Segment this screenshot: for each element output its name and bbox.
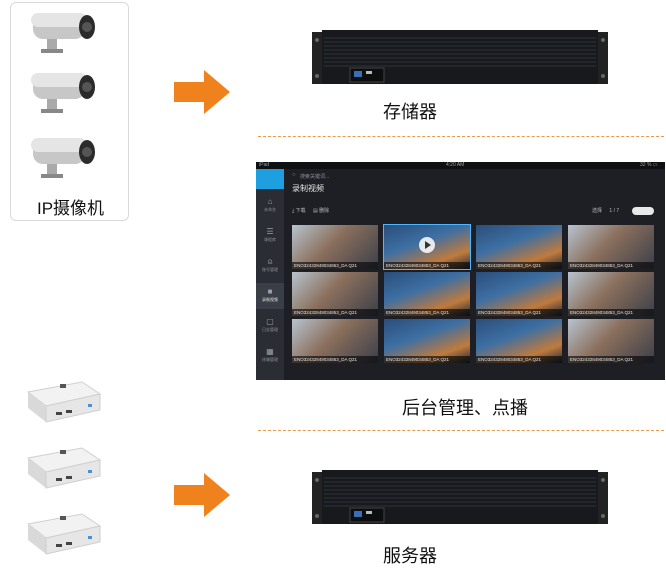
server-device-icon xyxy=(312,470,608,524)
clip-caption: ENO32432849034853_DA Q21 xyxy=(384,262,470,269)
sidebar: ⌂未命名 ☰课程库 ⍝账号管理 ■录制视频 ▢日志管理 ▦终端管理 xyxy=(256,169,284,380)
clip-caption: ENO32432849034853_DA Q21 xyxy=(384,309,470,316)
search-icon: ○ xyxy=(292,172,296,178)
home-icon: ⌂ xyxy=(267,197,273,206)
delete-button[interactable]: 删除 xyxy=(319,208,330,214)
search-input[interactable]: 搜索关键词... xyxy=(300,174,330,180)
video-thumbnail[interactable]: ENO32432849034853_DA Q21 xyxy=(384,319,470,363)
select-controls: 选择 1 / 7 xyxy=(592,207,619,214)
server-caption: 服务器 xyxy=(383,546,437,566)
clip-caption: ENO32432849034853_DA Q21 xyxy=(292,356,378,363)
encoder-devices xyxy=(26,381,102,555)
sidebar-item[interactable]: ▢日志管理 xyxy=(256,313,284,339)
delete-icon: ▤ xyxy=(313,208,320,214)
select-button[interactable]: 选择 xyxy=(592,208,603,214)
encoder-box-icon xyxy=(26,513,102,555)
video-thumbnail[interactable]: ENO32432849034853_DA Q21 xyxy=(568,272,654,316)
video-thumbnail[interactable]: ENO32432849034853_DA Q21 xyxy=(292,319,378,363)
sidebar-item[interactable]: ▦终端管理 xyxy=(256,343,284,369)
select-toggle[interactable] xyxy=(632,207,654,215)
page-title: 录制视频 xyxy=(292,184,324,193)
play-icon[interactable] xyxy=(419,237,435,253)
video-thumbnail[interactable]: ENO32432849034853_DA Q21 xyxy=(476,225,562,269)
clip-caption: ENO32432849034853_DA Q21 xyxy=(568,309,654,316)
camera-icon xyxy=(31,73,95,113)
video-thumbnail[interactable]: ENO32432849034853_DA Q21 xyxy=(292,272,378,316)
list-icon: ☰ xyxy=(266,227,274,236)
clip-caption: ENO32432849034853_DA Q21 xyxy=(476,309,562,316)
clip-caption: ENO32432849034853_DA Q21 xyxy=(476,356,562,363)
video-thumbnail[interactable]: ENO32432849034853_DA Q21 xyxy=(476,272,562,316)
status-battery: 32 % ▭ xyxy=(640,162,658,168)
download-icon: ⤓ xyxy=(292,208,296,214)
camera-icon xyxy=(31,138,95,178)
status-device: iPad xyxy=(259,162,270,168)
management-caption: 后台管理、点播 xyxy=(402,398,528,418)
status-time: 4:20 AM xyxy=(446,162,465,168)
clip-caption: ENO32432849034853_DA Q21 xyxy=(292,309,378,316)
camera-icons xyxy=(31,13,95,178)
clip-caption: ENO32432849034853_DA Q21 xyxy=(568,262,654,269)
clip-caption: ENO32432849034853_DA Q21 xyxy=(292,262,378,269)
video-thumbnail[interactable]: ENO32432849034853_DA Q21 xyxy=(476,319,562,363)
toolbar: ⤓ 下载 ▤ 删除 xyxy=(292,207,329,214)
sidebar-item-active[interactable]: ■录制视频 xyxy=(256,283,284,309)
video-thumbnail[interactable]: ENO32432849034853_DA Q21 xyxy=(568,225,654,269)
ip-camera-label: IP摄像机 xyxy=(36,199,105,218)
video-thumbnail[interactable]: ENO32432849034853_DA Q21 xyxy=(383,224,471,270)
encoder-box-icon xyxy=(26,447,102,489)
page-indicator: 1 / 7 xyxy=(609,208,620,214)
clip-caption: ENO32432849034853_DA Q21 xyxy=(476,262,562,269)
sidebar-item[interactable]: ⌂未命名 xyxy=(256,193,284,219)
status-bar: iPad 4:20 AM 32 % ▭ xyxy=(256,162,665,169)
clip-caption: ENO32432849034853_DA Q21 xyxy=(384,356,470,363)
encoder-box-icon xyxy=(26,381,102,423)
arrow-right-icon xyxy=(174,473,230,517)
video-icon: ■ xyxy=(267,287,273,296)
arrow-right-icon xyxy=(174,70,230,114)
log-icon: ▢ xyxy=(266,317,274,326)
video-thumbnail[interactable]: ENO32432849034853_DA Q21 xyxy=(384,272,470,316)
video-thumbnail[interactable]: ENO32432849034853_DA Q21 xyxy=(568,319,654,363)
sidebar-item[interactable]: ⍝账号管理 xyxy=(256,253,284,279)
terminal-icon: ▦ xyxy=(266,347,274,356)
divider xyxy=(258,430,664,431)
video-thumbnail[interactable]: ENO32432849034853_DA Q21 xyxy=(292,225,378,269)
storage-device-icon xyxy=(312,30,608,84)
clip-caption: ENO32432849034853_DA Q21 xyxy=(568,356,654,363)
management-screenshot: iPad 4:20 AM 32 % ▭ ⌂未命名 ☰课程库 ⍝账号管理 ■录制视… xyxy=(256,162,665,380)
divider xyxy=(258,136,664,137)
download-button[interactable]: 下载 xyxy=(295,208,306,214)
user-icon: ⍝ xyxy=(267,257,273,266)
camera-icon xyxy=(31,13,95,53)
sidebar-item[interactable]: ☰课程库 xyxy=(256,223,284,249)
sidebar-logo xyxy=(256,169,284,189)
storage-caption: 存储器 xyxy=(383,102,437,122)
ip-camera-card: IP摄像机 xyxy=(10,2,129,221)
